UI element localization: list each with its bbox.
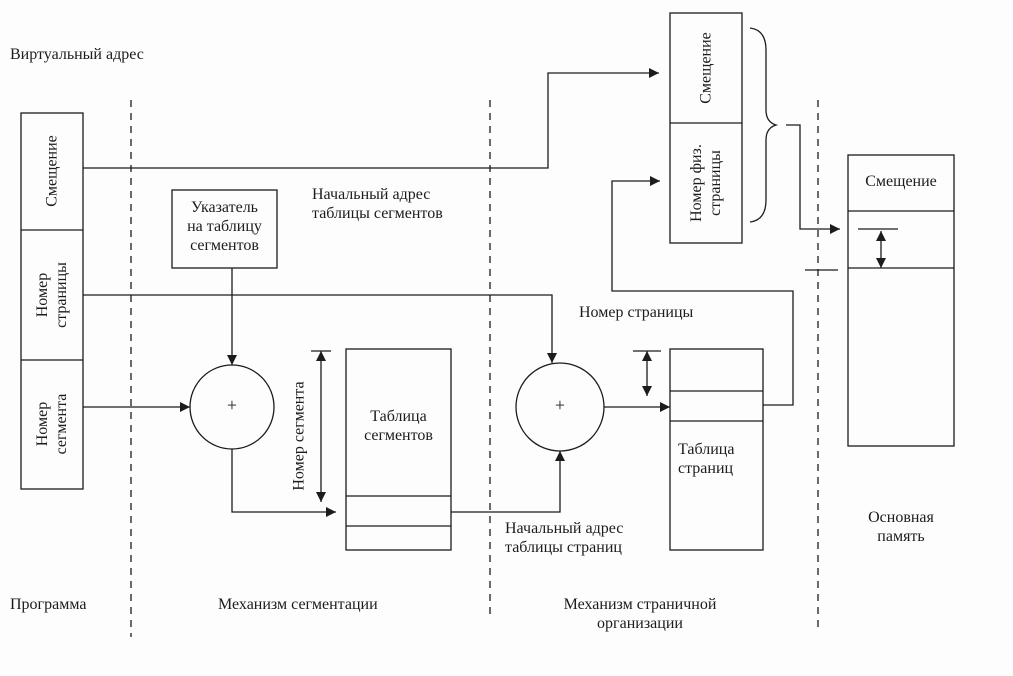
arrow-page-table-to-phys-page xyxy=(611,176,794,406)
segmentation-label: Механизм сегментации xyxy=(218,596,378,613)
arrow-adder-to-segment-table xyxy=(231,449,336,517)
virtual-address-label: Виртуальный адрес xyxy=(10,46,144,63)
phys-offset-label: Смещение xyxy=(697,32,715,104)
main-memory-box xyxy=(847,154,955,447)
segment-adder-plus: + xyxy=(226,395,238,415)
arrow-page-number xyxy=(83,294,557,363)
phys-page-number-label: Номер физ.страницы xyxy=(688,144,724,222)
arrow-brace-to-memory xyxy=(786,124,840,234)
page-table-box xyxy=(669,348,764,551)
segment-table-box xyxy=(345,348,452,551)
memory-offset-label: Смещение xyxy=(865,173,937,190)
va-offset-label: Смещение xyxy=(43,135,61,207)
physical-address-box xyxy=(669,12,743,244)
arrow-segment-table-to-adder xyxy=(451,451,565,513)
page-number-label: Номер страницы xyxy=(579,304,694,321)
virtual-address-box xyxy=(20,112,84,490)
segment-table-pointer-box xyxy=(171,189,278,269)
program-label: Программа xyxy=(10,596,87,613)
segment-number-span-label: Номер сегмента xyxy=(290,381,308,491)
physical-address-brace xyxy=(749,27,779,223)
page-adder-plus: + xyxy=(554,395,566,415)
arrow-offset-to-physical xyxy=(83,68,659,169)
